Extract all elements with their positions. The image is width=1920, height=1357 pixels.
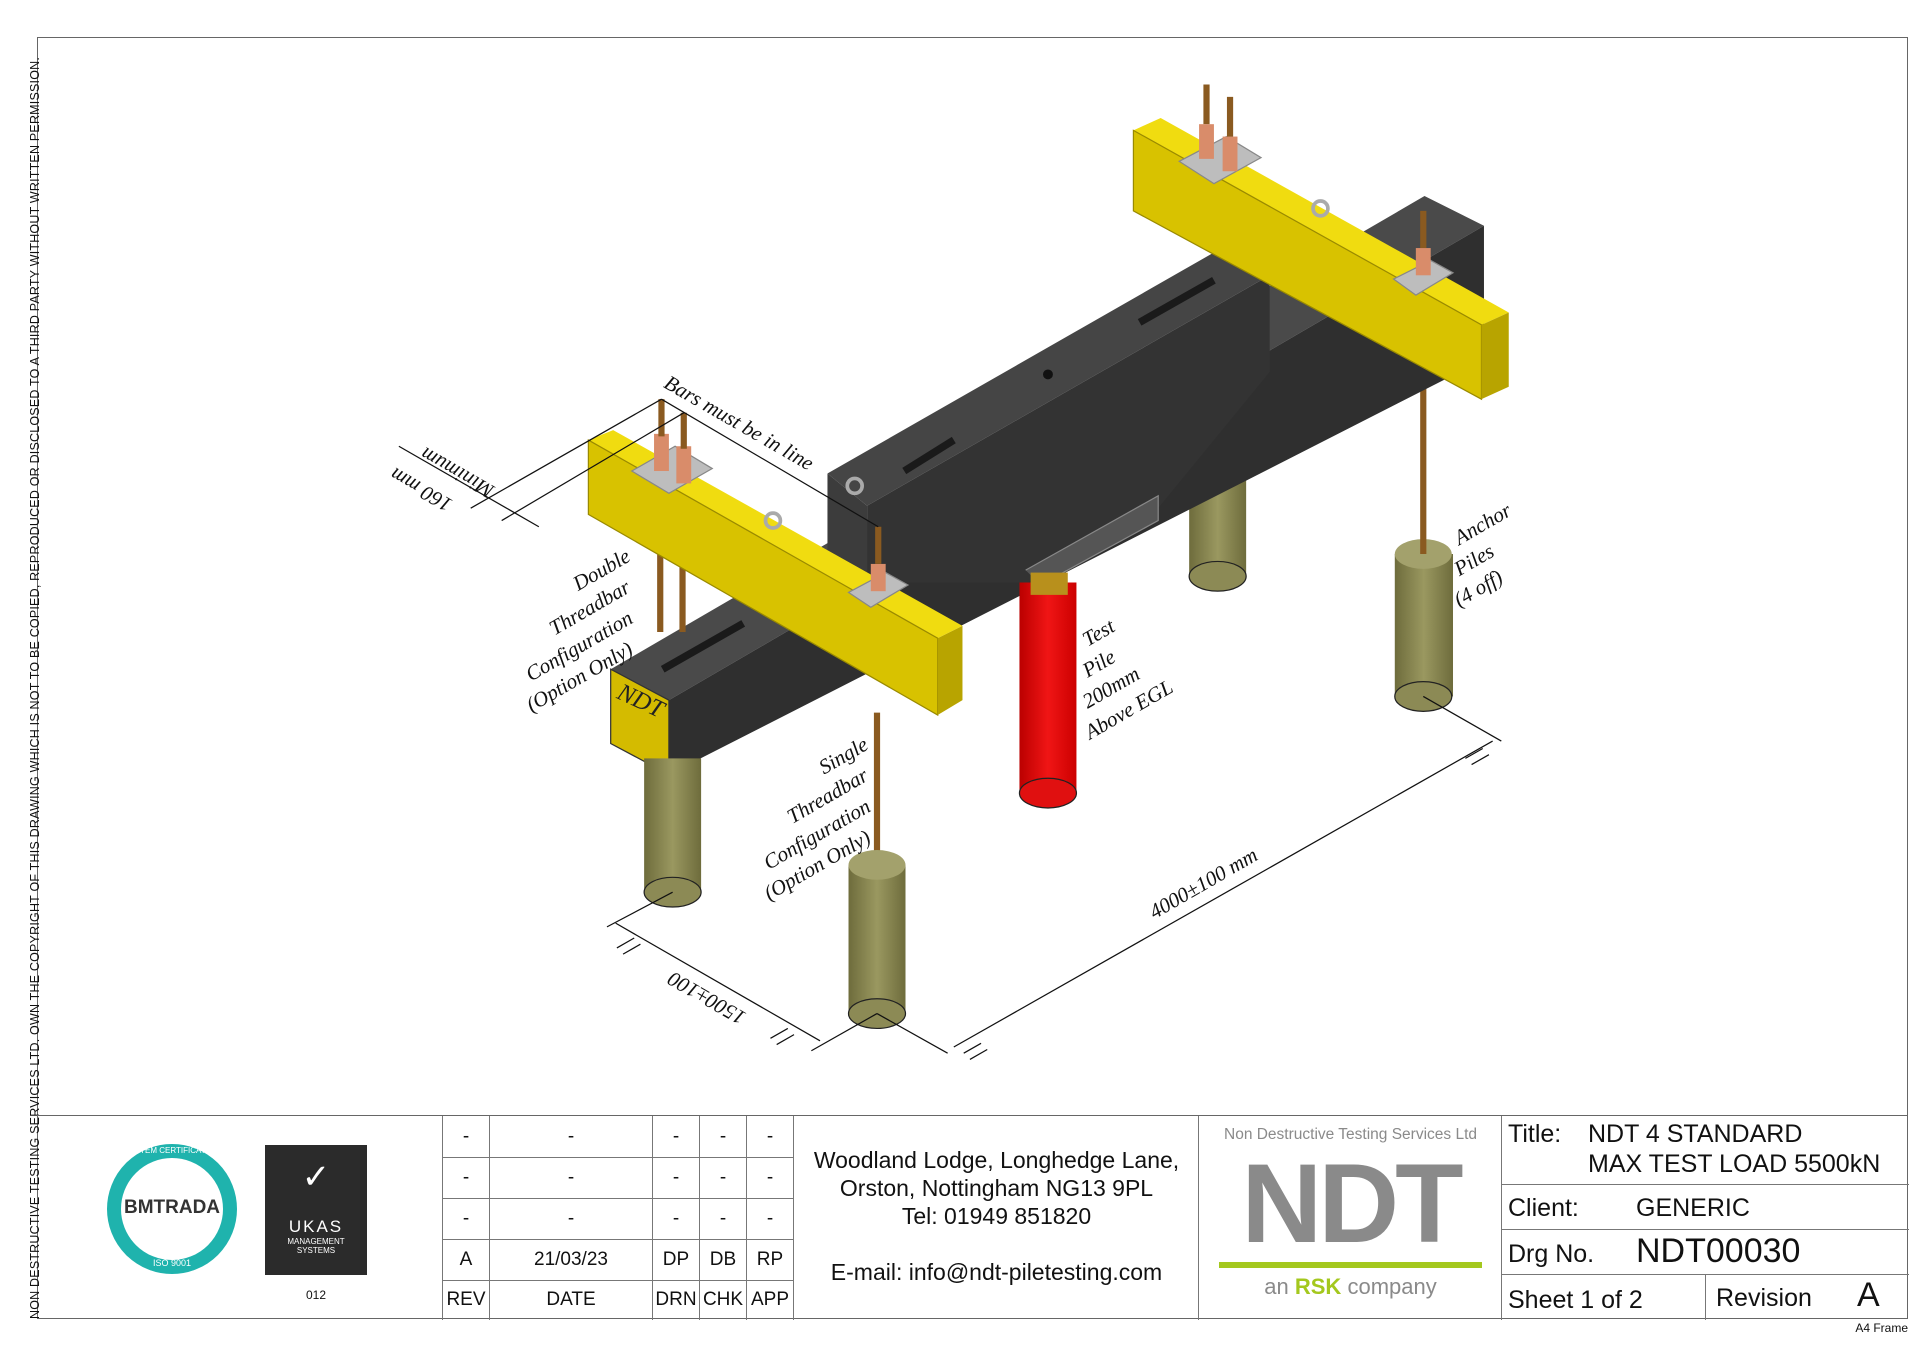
ukas-number: 012 bbox=[305, 1288, 327, 1302]
drawing-frame bbox=[37, 37, 1908, 1319]
tagline-pre: an bbox=[1264, 1274, 1289, 1299]
address-line1: Woodland Lodge, Longhedge Lane, bbox=[813, 1147, 1180, 1173]
label-test-pile: Test bbox=[1078, 613, 1120, 651]
company-name: Non Destructive Testing Services Ltd bbox=[1224, 1126, 1477, 1143]
tagline-post: company bbox=[1347, 1274, 1437, 1299]
anchor-pile-front-left bbox=[643, 758, 702, 908]
revision-cell: - bbox=[652, 1157, 699, 1198]
title-line2: MAX TEST LOAD 5500kN bbox=[1588, 1150, 1881, 1178]
dimension-lines bbox=[398, 398, 1502, 1060]
address-line2: Orston, Nottingham NG13 9PL bbox=[839, 1175, 1154, 1201]
client-value: GENERIC bbox=[1636, 1194, 1750, 1222]
client-label: Client: bbox=[1508, 1194, 1579, 1222]
company-address: Woodland Lodge, Longhedge Lane, Orston, … bbox=[793, 1116, 1199, 1320]
revision-cell: - bbox=[699, 1116, 746, 1157]
bm-trada-logo: BMTRADA ISO 9001 SYSTEM CERTIFICATION bbox=[107, 1144, 237, 1274]
title-line1: NDT 4 STANDARD bbox=[1588, 1120, 1803, 1148]
revision-cell: A bbox=[442, 1239, 489, 1280]
crown-check-icon: ✓ bbox=[301, 1158, 331, 1196]
revision-cell: - bbox=[652, 1116, 699, 1157]
revision-cell: - bbox=[746, 1157, 793, 1198]
ndt-logo: Non Destructive Testing Services Ltd NDT… bbox=[1198, 1116, 1502, 1320]
revision-cell: - bbox=[442, 1116, 489, 1157]
frame-size-label: A4 Frame bbox=[1855, 1321, 1908, 1335]
bm-ring-text: SYSTEM CERTIFICATION bbox=[124, 1146, 220, 1155]
ukas-sub: MANAGEMENT SYSTEMS bbox=[287, 1237, 345, 1255]
revision-header: DRN bbox=[652, 1280, 699, 1320]
spreader-beam-left bbox=[587, 399, 963, 717]
dimension-long: 4000±100 mm bbox=[1145, 843, 1262, 924]
revision-cell: - bbox=[489, 1157, 652, 1198]
title-label: Title: bbox=[1508, 1120, 1562, 1148]
address-email: E-mail: info@ndt-piletesting.com bbox=[830, 1259, 1163, 1285]
title-block: BMTRADA ISO 9001 SYSTEM CERTIFICATION ✓ … bbox=[37, 1115, 1909, 1320]
revision-cell: - bbox=[699, 1198, 746, 1239]
revision-cell: - bbox=[489, 1198, 652, 1239]
sheet-number: Sheet 1 of 2 bbox=[1508, 1286, 1643, 1314]
revision-cell: - bbox=[699, 1157, 746, 1198]
revision-cell: RP bbox=[746, 1239, 793, 1280]
revision-cell: DB bbox=[699, 1239, 746, 1280]
logo-green-bar bbox=[1219, 1262, 1482, 1268]
drawing-number: NDT00030 bbox=[1636, 1232, 1801, 1270]
revision-cell: - bbox=[746, 1116, 793, 1157]
revision-value: A bbox=[1857, 1276, 1880, 1314]
ndt-logo-text: NDT bbox=[1241, 1141, 1463, 1266]
revision-cell: DP bbox=[652, 1239, 699, 1280]
revision-cell: - bbox=[746, 1198, 793, 1239]
ukas-logo: ✓ UKAS MANAGEMENT SYSTEMS bbox=[265, 1145, 367, 1275]
bm-trada-text: BMTRADA bbox=[123, 1197, 221, 1218]
revision-cell: - bbox=[442, 1157, 489, 1198]
iso-text: ISO 9001 bbox=[152, 1258, 192, 1268]
drawing-number-label: Drg No. bbox=[1508, 1240, 1595, 1268]
revision-header: DATE bbox=[489, 1280, 652, 1320]
revision-header: CHK bbox=[699, 1280, 746, 1320]
title-panel: Title: NDT 4 STANDARD MAX TEST LOAD 5500… bbox=[1501, 1116, 1909, 1320]
revision-header: REV bbox=[442, 1280, 489, 1320]
revision-cell: - bbox=[489, 1116, 652, 1157]
anchor-pile-front bbox=[847, 712, 907, 1030]
revision-label: Revision bbox=[1716, 1284, 1812, 1312]
ukas-text: UKAS bbox=[288, 1217, 344, 1236]
spreader-beam-right bbox=[1132, 84, 1509, 401]
revision-header: APP bbox=[746, 1280, 793, 1320]
revision-cell: 21/03/23 bbox=[489, 1239, 652, 1280]
test-pile bbox=[1018, 572, 1078, 809]
revision-cell: - bbox=[652, 1198, 699, 1239]
anchor-pile-right bbox=[1394, 384, 1454, 712]
revision-cell: - bbox=[442, 1198, 489, 1239]
tagline-brand: RSK bbox=[1294, 1274, 1342, 1299]
address-tel: Tel: 01949 851820 bbox=[901, 1203, 1092, 1229]
